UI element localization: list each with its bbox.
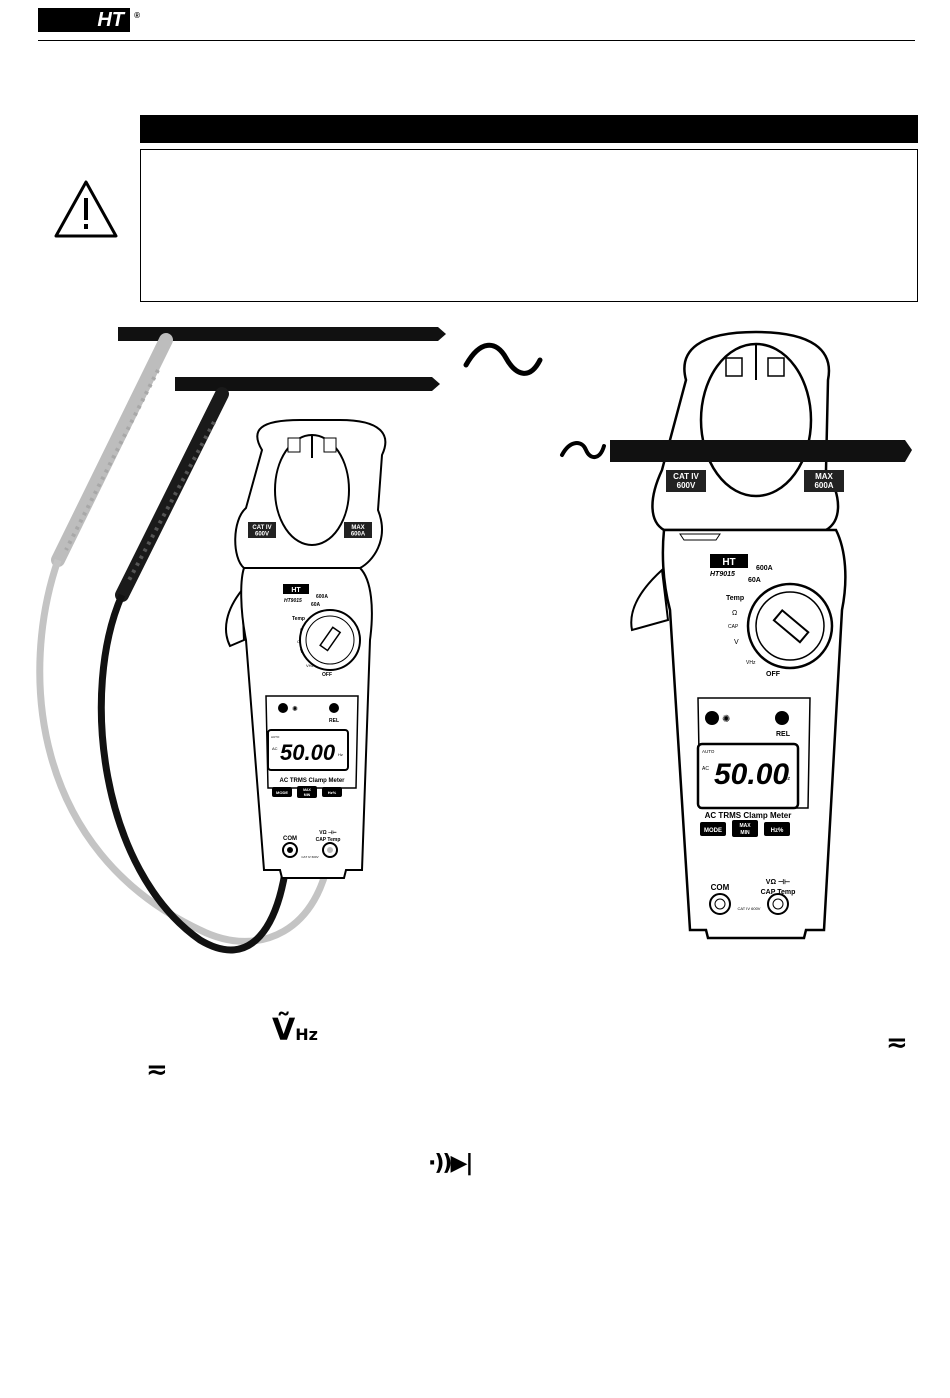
warning-text-box — [140, 149, 918, 302]
svg-text:MAX: MAX — [739, 823, 751, 829]
left-rel-label: REL — [329, 718, 339, 724]
svg-text:Hz%: Hz% — [771, 828, 784, 834]
left-range-600: 600A — [316, 594, 328, 600]
right-brand: HT — [722, 557, 735, 568]
right-dial-temp: Temp — [726, 595, 744, 602]
svg-text:VΩ ⊣⊢: VΩ ⊣⊢ — [319, 828, 337, 836]
warning-title-bar — [140, 115, 918, 143]
conductor-top-left — [118, 327, 446, 341]
ac-wave-icon — [463, 342, 543, 376]
left-product-name: AC TRMS Clamp Meter — [279, 778, 345, 784]
vhz-symbol-icon: ṼHz — [272, 1013, 318, 1048]
right-range-60: 60A — [748, 577, 761, 584]
right-dial-v: V — [734, 639, 739, 646]
svg-text:AUTO: AUTO — [271, 735, 280, 739]
svg-text:AC: AC — [272, 746, 278, 751]
left-maxmin-button — [297, 786, 317, 798]
right-dial-vhz: VHz — [746, 660, 756, 666]
ac-tilde-icon — [560, 441, 606, 459]
svg-text:CAT IV 600V: CAT IV 600V — [738, 906, 761, 911]
right-rel-button — [775, 711, 789, 725]
svg-text:CAP Temp: CAP Temp — [316, 837, 341, 843]
right-dial-off: OFF — [766, 671, 781, 678]
svg-text:CAT IV 600V: CAT IV 600V — [301, 855, 318, 859]
left-lcd-value: 50.00 — [280, 740, 336, 765]
registered-mark: ® — [134, 11, 140, 20]
right-maxmin-button — [732, 820, 758, 837]
svg-text:AC: AC — [702, 766, 709, 772]
left-hz-button — [322, 787, 342, 797]
right-hz-button — [764, 822, 790, 836]
svg-text:MODE: MODE — [704, 828, 722, 834]
right-lcd — [696, 742, 800, 810]
black-test-lead — [97, 387, 292, 954]
left-dial-off: OFF — [322, 672, 332, 678]
left-dial-temp: Temp — [292, 616, 305, 622]
right-lcd-value: 50.00 — [714, 758, 789, 791]
left-hold-button — [278, 703, 288, 713]
continuity-diode-icon: ·))▶| — [428, 1151, 473, 1176]
right-mode-button — [700, 822, 726, 836]
right-product-name: AC TRMS Clamp Meter — [705, 811, 792, 820]
right-dial-ohm: Ω — [732, 610, 737, 617]
header-rule — [38, 40, 915, 41]
svg-text:Hz%: Hz% — [328, 790, 337, 795]
left-light-icon: ✺ — [292, 705, 298, 713]
left-com-label: COM — [283, 836, 297, 842]
left-model: HT9015 — [284, 598, 302, 604]
warning-triangle-icon — [54, 180, 118, 238]
acdc-symbol-icon-right: ≂ — [886, 1028, 908, 1058]
svg-text:MODE: MODE — [276, 790, 288, 795]
left-dial-vhz: VHz — [306, 663, 314, 668]
right-model: HT9015 — [710, 571, 735, 578]
conductor-bottom-left — [175, 377, 440, 391]
left-rel-button — [329, 703, 339, 713]
left-mode-button — [272, 787, 292, 797]
right-com-label: COM — [711, 883, 730, 892]
right-rel-label: REL — [776, 731, 791, 738]
left-range-60: 60A — [311, 602, 321, 608]
svg-text:AUTO: AUTO — [702, 749, 715, 754]
svg-text:MIN: MIN — [304, 793, 311, 797]
left-lcd — [267, 729, 349, 771]
svg-text:CAP Temp: CAP Temp — [761, 889, 796, 896]
right-light-icon: ✺ — [722, 714, 730, 725]
svg-text:Hz: Hz — [338, 752, 343, 757]
svg-text:MAX: MAX — [303, 788, 311, 792]
right-hold-button — [705, 711, 719, 725]
right-range-600: 600A — [756, 565, 773, 572]
ht-logo: HT® — [38, 8, 140, 32]
svg-text:MIN: MIN — [740, 830, 750, 836]
conductor-right — [610, 440, 912, 462]
left-brand: HT — [291, 587, 301, 594]
svg-text:VΩ ⊣⊢: VΩ ⊣⊢ — [766, 878, 790, 886]
svg-text:Hz: Hz — [784, 776, 791, 782]
right-dial-cap: CAP — [728, 624, 739, 630]
acdc-symbol-icon-left: ≂ — [146, 1055, 168, 1085]
